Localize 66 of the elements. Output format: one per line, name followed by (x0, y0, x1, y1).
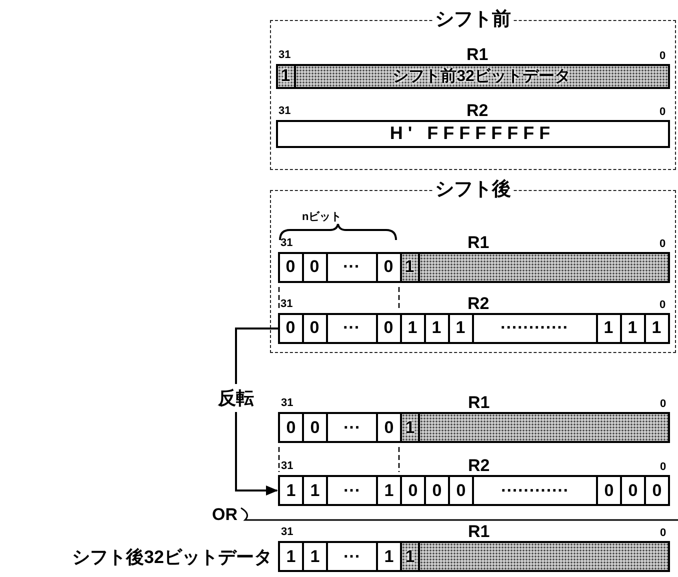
register-name: R2 (466, 102, 488, 118)
bit-number: 0 (660, 300, 666, 310)
bit-cell: 0 (378, 254, 400, 280)
bit-cell: ············ (474, 477, 596, 504)
register-bar (278, 312, 670, 344)
bit-cell: 1 (304, 477, 326, 504)
bit-cell: ··· (328, 477, 376, 504)
bit-cell: 1 (280, 477, 302, 504)
bit-cell: ··· (328, 314, 376, 342)
bit-cell: ··· (328, 254, 376, 280)
bit-cell: 1 (646, 314, 668, 342)
edge-label: 反転 (218, 384, 254, 412)
bit-number: 0 (660, 462, 666, 473)
register-bar (278, 412, 670, 443)
register-name: R1 (468, 394, 490, 411)
bit-number: 31 (280, 238, 293, 248)
register-name: R1 (466, 46, 488, 62)
bit-number: 31 (281, 398, 294, 409)
bit-number: 0 (660, 238, 666, 250)
bit-cell: 0 (304, 414, 326, 441)
bit-cell: 0 (450, 477, 472, 504)
bit-cell: 0 (598, 477, 620, 504)
register-name: R1 (468, 234, 490, 250)
bit-cell: 1 (402, 314, 424, 342)
bit-cell: 1 (304, 543, 326, 570)
bit-number: 31 (281, 461, 294, 472)
register-bar (278, 252, 670, 282)
bit-cell: ··· (328, 543, 376, 570)
bit-cell: 1 (622, 314, 644, 342)
bit-number: 31 (278, 106, 291, 116)
bit-cell: 0 (646, 477, 668, 504)
bit-cell: 1 (426, 314, 448, 342)
bit-cell: 0 (402, 477, 424, 504)
bit-cell: 0 (304, 254, 326, 280)
register-bar (278, 475, 670, 506)
bit-number: 31 (281, 527, 294, 538)
arrow (235, 328, 278, 496)
bit-cell: 0 (378, 314, 400, 342)
register-name: R2 (468, 457, 490, 474)
bit-cell: 0 (622, 477, 644, 504)
bit-cell: 0 (280, 254, 302, 280)
bit-cell: 1 (378, 477, 400, 504)
bit-number: 31 (280, 298, 293, 310)
bit-cell: 0 (378, 414, 400, 441)
bit-cell: ············ (474, 314, 596, 342)
bit-cell: 1 (450, 314, 472, 342)
bit-cell: 0 (280, 414, 302, 441)
bit-cell: H' FFFFFFFF (278, 122, 668, 146)
register-bar (278, 541, 670, 572)
bit-cell: 1 (280, 543, 302, 570)
bit-cell: 1 (598, 314, 620, 342)
bit-number: 0 (660, 50, 666, 62)
register-name: R2 (468, 294, 490, 312)
register-name: R1 (468, 523, 490, 540)
bit-number: 0 (660, 106, 666, 118)
bit-cell: ··· (328, 414, 376, 441)
bit-cell: 0 (426, 477, 448, 504)
bit-cell: 0 (304, 314, 326, 342)
bit-cell: 0 (280, 314, 302, 342)
operation-label: OR (212, 506, 238, 523)
bit-number: 0 (660, 528, 666, 539)
bit-count-label: nビット (302, 212, 342, 223)
bit-cell: 1 (378, 543, 400, 570)
result-caption: シフト後32ビットデータ (72, 548, 272, 566)
bit-number: 0 (660, 399, 666, 410)
bit-number: 31 (278, 50, 291, 60)
